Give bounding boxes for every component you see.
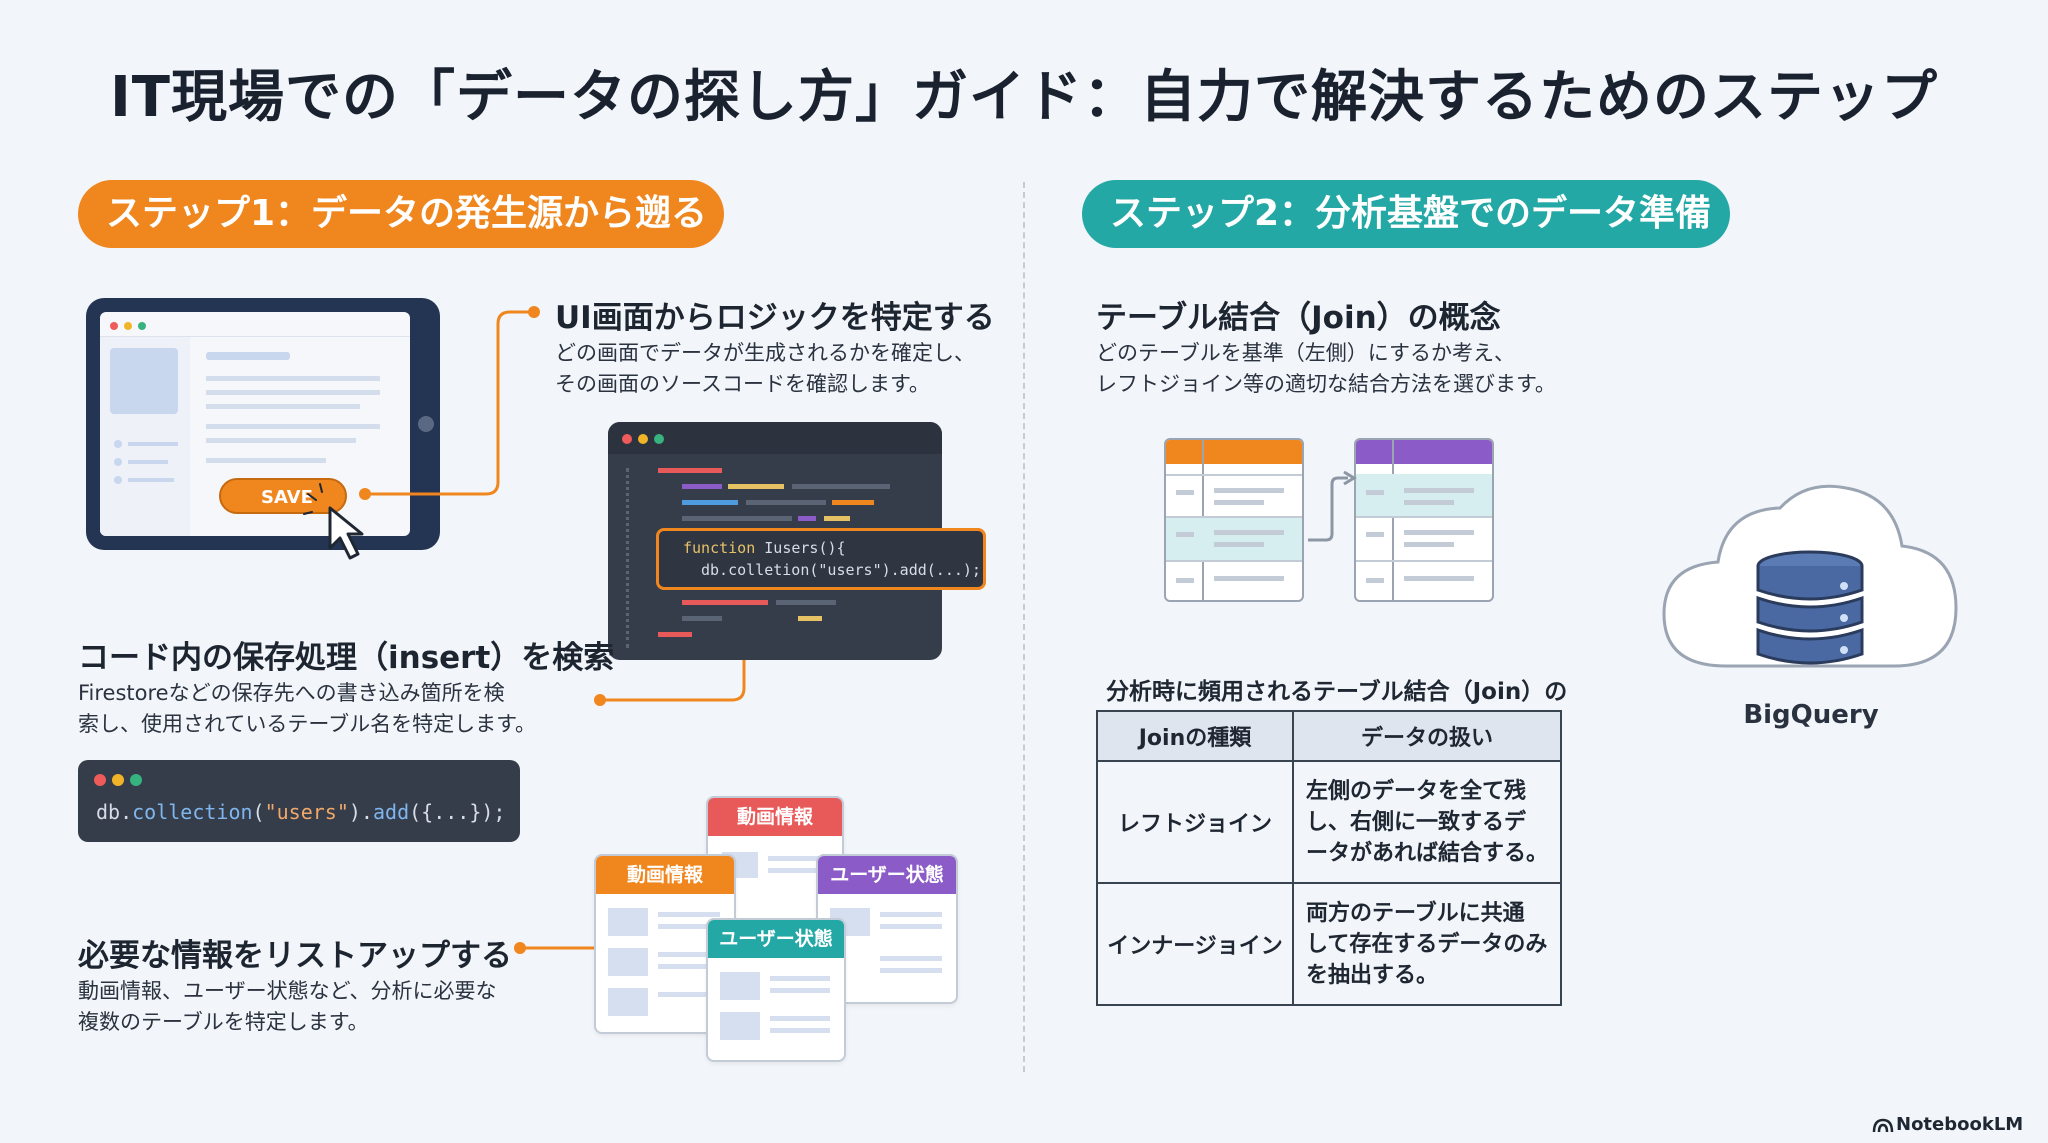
join-desc-line: ータがあれば結合する。 <box>1306 840 1549 866</box>
code-keyword: function <box>683 539 756 557</box>
insert-search-desc-1: Firestoreなどの保存先への書き込み箇所を検 <box>78 681 505 705</box>
database-icon <box>1756 550 1864 665</box>
join-desc-line: し、右側に一致するデ <box>1306 809 1527 835</box>
list-tables-desc-2: 複数のテーブルを特定します。 <box>78 1010 369 1034</box>
list-tables-heading: 必要な情報をリストアップする <box>78 938 512 974</box>
step2-label: ステップ2：分析基盤でのデータ準備 <box>1082 180 1730 248</box>
window-dot-green <box>654 434 664 444</box>
list-tables-desc-1: 動画情報、ユーザー状態など、分析に必要な <box>78 979 497 1003</box>
join-concept-desc-2: レフトジョイン等の適切な結合方法を選びます。 <box>1096 372 1556 396</box>
left-table-illustration <box>1164 438 1304 602</box>
window-dot-red <box>110 322 118 330</box>
snippet-method-collection: collection <box>132 800 253 824</box>
insert-search-heading: コード内の保存処理（insert）を検索 <box>78 640 615 676</box>
code-func-name: Iusers(){ <box>755 539 846 557</box>
ui-logic-heading: UI画面からロジックを特定する <box>555 300 995 336</box>
cloud-database-icon <box>1662 484 1958 668</box>
join-desc-line: して存在するデータのみ <box>1306 931 1548 957</box>
table-card-user-front: ユーザー状態 <box>706 918 846 1062</box>
snippet-close: ). <box>348 800 373 824</box>
step1-label: ステップ1：データの発生源から遡る <box>78 180 724 248</box>
notebooklm-logo-icon <box>1872 1118 1894 1133</box>
join-table-caption: 分析時に頻用されるテーブル結合（Join）の <box>1106 679 1568 705</box>
join-desc-left: 左側のデータを全て残 し、右側に一致するデ ータがあれば結合する。 <box>1292 760 1562 884</box>
join-concept-desc-1: どのテーブルを基準（左側）にするか考え、 <box>1096 341 1515 365</box>
cursor-icon <box>303 483 364 560</box>
table-card-title: 動画情報 <box>596 856 734 894</box>
snippet-method-add: add <box>372 800 410 824</box>
join-type-left: レフトジョイン <box>1096 760 1294 884</box>
code-line-2: db.colletion("users").add(...); <box>701 561 981 579</box>
right-table-illustration <box>1354 438 1494 602</box>
join-concept-heading: テーブル結合（Join）の概念 <box>1096 300 1501 336</box>
insert-search-desc-2: 索し、使用されているテーブル名を特定します。 <box>78 712 537 736</box>
snippet-prefix: db. <box>96 800 133 824</box>
table-card-title: 動画情報 <box>708 798 842 836</box>
window-dot-yellow <box>124 322 132 330</box>
join-desc-line: 左側のデータを全て残 <box>1306 778 1527 804</box>
tablet-camera <box>418 416 434 432</box>
page-title: IT現場での「データの探し方」ガイド：自力で解決するためのステップ <box>109 65 1939 130</box>
window-dot-green <box>130 774 142 786</box>
join-desc-line: を抽出する。 <box>1306 962 1439 988</box>
header-data-handling: データの扱い <box>1292 710 1562 762</box>
join-desc-inner: 両方のテーブルに共通 して存在するデータのみ を抽出する。 <box>1292 882 1562 1006</box>
table-card-title: ユーザー状態 <box>708 920 844 958</box>
save-button[interactable]: SAVE <box>219 478 347 514</box>
join-arrow-icon <box>1308 470 1357 542</box>
snippet-paren: ( <box>252 800 265 824</box>
join-types-table: Joinの種類 データの扱い レフトジョイン 左側のデータを全て残 し、右側に一… <box>1096 710 1562 1006</box>
snippet-tail: ({...}); <box>409 800 506 824</box>
section-divider <box>1023 182 1025 1072</box>
table-row: インナージョイン 両方のテーブルに共通 して存在するデータのみ を抽出する。 <box>1096 882 1562 1006</box>
ui-logic-desc-2: その画面のソースコードを確認します。 <box>555 372 930 396</box>
window-dot-yellow <box>638 434 648 444</box>
table-header-row: Joinの種類 データの扱い <box>1096 710 1562 762</box>
window-dot-green <box>138 322 146 330</box>
join-type-inner: インナージョイン <box>1096 882 1294 1006</box>
join-desc-line: 両方のテーブルに共通 <box>1306 900 1525 926</box>
bigquery-label: BigQuery <box>1743 700 1879 730</box>
branding-label: NotebookLM <box>1896 1114 2024 1135</box>
window-dot-yellow <box>112 774 124 786</box>
table-row: レフトジョイン 左側のデータを全て残 し、右側に一致するデ ータがあれば結合する… <box>1096 760 1562 884</box>
header-join-type: Joinの種類 <box>1096 710 1294 762</box>
code-snippet: db.collection("users").add({...}); <box>78 760 520 842</box>
snippet-arg: "users" <box>264 800 349 824</box>
code-highlight-box: function Iusers(){ db.colletion("users")… <box>656 528 986 590</box>
window-dot-red <box>622 434 632 444</box>
window-dot-red <box>94 774 106 786</box>
table-card-title: ユーザー状態 <box>818 856 956 894</box>
ui-logic-desc-1: どの画面でデータが生成されるかを確定し、 <box>555 341 975 365</box>
image-placeholder <box>110 348 178 414</box>
